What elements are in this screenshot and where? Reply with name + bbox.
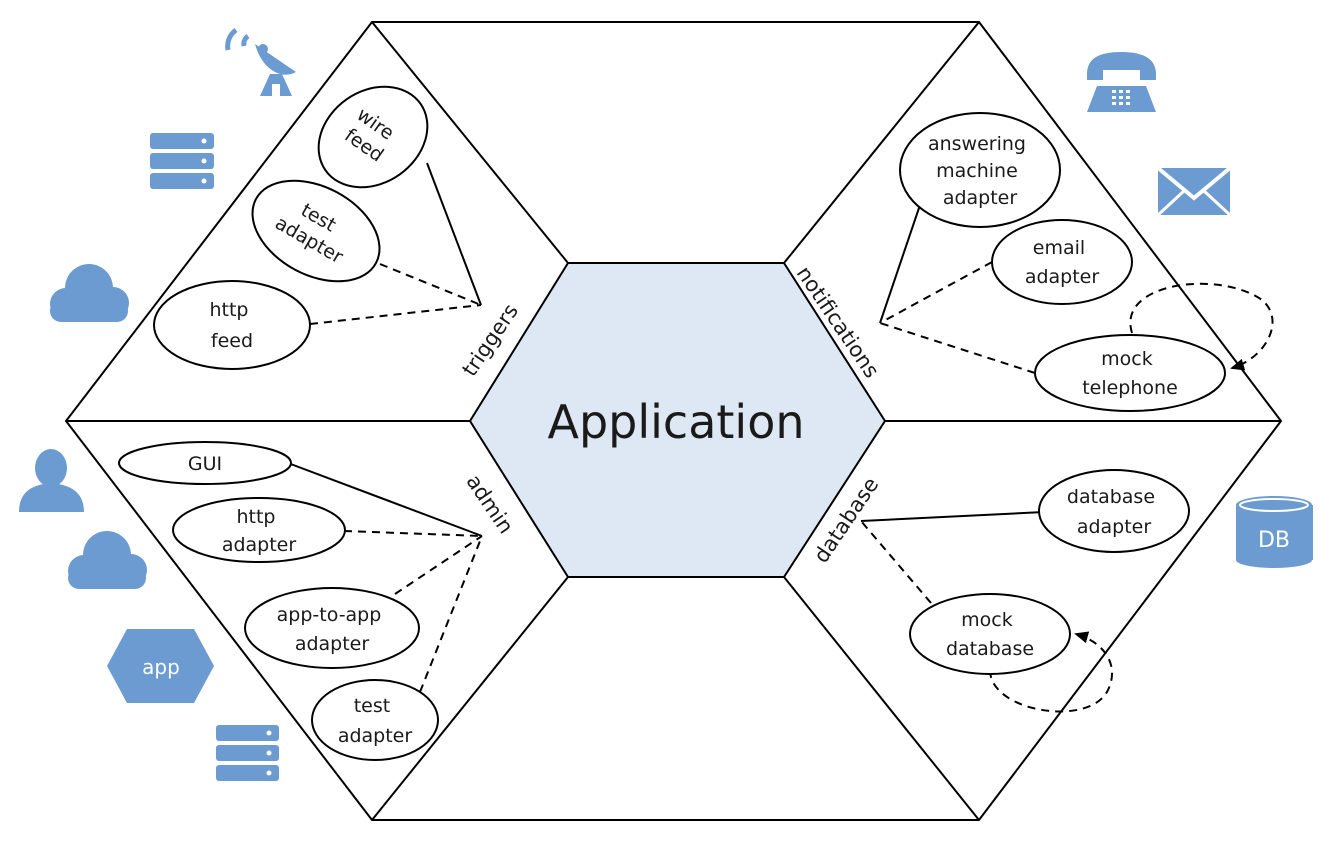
svg-text:http adapter: http adapter <box>222 506 297 556</box>
spoke-bottom-right <box>783 576 980 821</box>
node-answering-machine: answering machine adapter <box>899 112 1061 228</box>
node-http-feed: http feed <box>153 280 311 370</box>
node-label-line: adapter <box>338 725 413 747</box>
app-hexagon-icon: app <box>107 629 214 703</box>
server-icon <box>150 133 214 189</box>
spoke-bottom-left <box>371 576 569 821</box>
spoke-top-left <box>371 21 569 264</box>
cloud-icon <box>50 264 129 322</box>
application-label: Application <box>547 395 804 449</box>
db-icon-label: DB <box>1258 528 1290 553</box>
edge-mock-database <box>860 520 932 604</box>
edge-database-adapter <box>860 511 1045 522</box>
node-label-line: adapter <box>943 187 1018 209</box>
node-label-line: mock <box>961 609 1013 631</box>
node-http-adapter: http adapter <box>172 497 346 563</box>
user-icon <box>19 449 84 512</box>
svg-text:mock telephone: mock telephone <box>1082 348 1178 399</box>
database-cylinder-icon: DB <box>1236 496 1313 568</box>
svg-text:app-to-app adapter: app-to-app adapter <box>277 604 388 655</box>
node-wire-feed: wire feed <box>317 85 429 189</box>
application-hexagon <box>468 262 887 578</box>
edge-http-feed <box>309 304 482 325</box>
edge-app-to-app <box>394 535 483 595</box>
edge-wire-feed <box>426 162 482 306</box>
node-label-line: adapter <box>295 633 370 655</box>
edge-mock-telephone <box>879 322 1036 374</box>
node-label-line: adapter <box>1077 516 1152 538</box>
svg-text:mock database: mock database <box>946 609 1034 660</box>
svg-text:http feed: http feed <box>209 299 254 352</box>
edge-test-adapter-top <box>379 263 482 306</box>
node-test-adapter-bottom: test adapter <box>311 679 439 761</box>
node-label-line: feed <box>211 330 253 352</box>
server-icon <box>216 725 279 781</box>
node-label-line: database <box>946 638 1034 660</box>
node-database-adapter: database adapter <box>1038 469 1190 553</box>
node-email-adapter: email adapter <box>991 219 1133 305</box>
node-label-line: test <box>354 695 391 717</box>
spoke-top-right <box>783 21 980 264</box>
edge-email-adapter <box>879 261 993 324</box>
node-label-line: machine <box>936 160 1018 182</box>
node-label-line: adapter <box>1025 266 1100 288</box>
node-label-line: adapter <box>222 534 297 556</box>
envelope-icon <box>1156 166 1232 217</box>
node-label-line: database <box>1067 486 1155 508</box>
satellite-dish-icon <box>225 27 296 96</box>
cloud-icon <box>68 531 147 589</box>
node-label-line: telephone <box>1082 377 1178 399</box>
node-label-line: email <box>1033 237 1085 259</box>
app-icon-label: app <box>142 655 180 679</box>
node-mock-database: mock database <box>909 593 1071 675</box>
edge-gui <box>287 462 483 537</box>
node-label-line: GUI <box>188 453 222 475</box>
node-label-line: app-to-app <box>277 604 382 626</box>
telephone-icon <box>1087 52 1156 112</box>
node-mock-telephone: mock telephone <box>1034 334 1226 412</box>
node-test-adapter-top: test adapter <box>251 179 381 283</box>
node-label-line: answering <box>928 133 1026 155</box>
node-label-line: http <box>209 299 248 321</box>
edge-test-adapter-bottom <box>419 535 483 693</box>
edge-mock-telephone-loop <box>1129 282 1274 371</box>
node-label-line: http <box>236 506 275 528</box>
edge-answering-machine <box>879 204 921 324</box>
node-app-to-app: app-to-app adapter <box>244 587 420 669</box>
svg-text:test adapter: test adapter <box>338 695 413 747</box>
node-label-line: mock <box>1101 348 1153 370</box>
svg-text:answering machine: answering machine adapter <box>928 133 1032 209</box>
node-gui: GUI <box>118 441 292 485</box>
svg-text:database adapter: database adapter <box>1067 486 1161 538</box>
svg-text:email adapter: email adapter <box>1025 237 1100 288</box>
edge-mock-database-loop <box>989 631 1113 713</box>
